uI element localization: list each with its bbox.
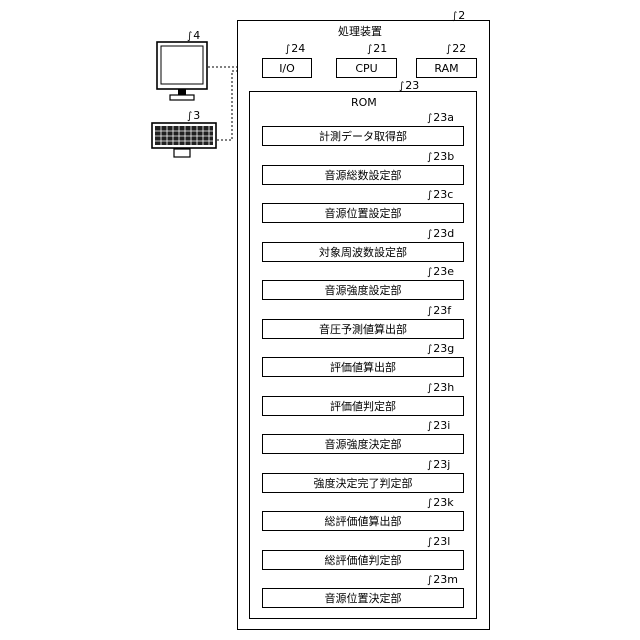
ref-number: 2 — [458, 9, 465, 22]
squiggle-mark: ∫ — [187, 31, 192, 42]
cpu-box: CPU — [336, 58, 397, 78]
ref-number: 23 — [405, 79, 419, 92]
ref-number: 23l — [433, 535, 450, 548]
module-box-23e: 音源強度設定部 — [262, 280, 464, 300]
processing-device-ref: ∫2 — [452, 10, 465, 23]
module-ref-23d: ∫23d — [427, 228, 454, 241]
ref-number: 23b — [433, 150, 454, 163]
squiggle-mark: ∫ — [427, 229, 432, 240]
module-ref-23h: ∫23h — [427, 382, 454, 395]
squiggle-mark: ∫ — [427, 267, 432, 278]
module-box-23b: 音源総数設定部 — [262, 165, 464, 185]
monitor-icon — [157, 42, 207, 100]
module-ref-23f: ∫23f — [427, 305, 451, 318]
io-ref: ∫24 — [285, 43, 305, 56]
squiggle-mark: ∫ — [427, 152, 432, 163]
ref-number: 24 — [291, 42, 305, 55]
module-box-23f: 音圧予測値算出部 — [262, 319, 464, 339]
io-box: I/O — [262, 58, 312, 78]
module-label: 音源総数設定部 — [325, 167, 402, 183]
module-ref-23j: ∫23j — [427, 459, 450, 472]
module-box-23d: 対象周波数設定部 — [262, 242, 464, 262]
squiggle-mark: ∫ — [427, 575, 432, 586]
ref-number: 23c — [433, 188, 453, 201]
rom-label: ROM — [351, 96, 377, 109]
squiggle-mark: ∫ — [427, 344, 432, 355]
ref-number: 3 — [193, 109, 200, 122]
io-label: I/O — [279, 62, 295, 75]
squiggle-mark: ∫ — [427, 383, 432, 394]
ref-number: 4 — [193, 29, 200, 42]
processing-device-label: 処理装置 — [338, 25, 382, 38]
squiggle-mark: ∫ — [452, 11, 457, 22]
module-label: 音源強度決定部 — [325, 436, 402, 452]
module-box-23l: 総評価値判定部 — [262, 550, 464, 570]
cpu-ref: ∫21 — [367, 43, 387, 56]
keyboard-icon — [152, 123, 216, 157]
squiggle-mark: ∫ — [367, 44, 372, 55]
module-label: 総評価値算出部 — [325, 513, 402, 529]
ref-number: 23d — [433, 227, 454, 240]
module-ref-23l: ∫23l — [427, 536, 450, 549]
ref-number: 21 — [373, 42, 387, 55]
module-ref-23c: ∫23c — [427, 189, 453, 202]
squiggle-mark: ∫ — [427, 190, 432, 201]
module-box-23c: 音源位置設定部 — [262, 203, 464, 223]
ref-number: 23h — [433, 381, 454, 394]
squiggle-mark: ∫ — [427, 537, 432, 548]
ref-number: 23k — [433, 496, 453, 509]
ram-ref: ∫22 — [446, 43, 466, 56]
squiggle-mark: ∫ — [427, 460, 432, 471]
ref-number: 22 — [452, 42, 466, 55]
module-box-23k: 総評価値算出部 — [262, 511, 464, 531]
module-box-23g: 評価値算出部 — [262, 357, 464, 377]
squiggle-mark: ∫ — [427, 498, 432, 509]
module-label: 音圧予測値算出部 — [319, 321, 407, 337]
module-label: 音源位置設定部 — [325, 205, 402, 221]
module-box-23a: 計測データ取得部 — [262, 126, 464, 146]
module-label: 音源強度設定部 — [325, 282, 402, 298]
module-ref-23g: ∫23g — [427, 343, 454, 356]
module-box-23h: 評価値判定部 — [262, 396, 464, 416]
cpu-label: CPU — [355, 62, 377, 75]
ref-number: 23j — [433, 458, 450, 471]
module-label: 強度決定完了判定部 — [314, 475, 413, 491]
ref-number: 23e — [433, 265, 454, 278]
module-label: 総評価値判定部 — [325, 552, 402, 568]
module-ref-23i: ∫23i — [427, 420, 450, 433]
rom-ref: ∫23 — [399, 80, 419, 93]
module-label: 評価値算出部 — [330, 359, 396, 375]
module-ref-23m: ∫23m — [427, 574, 458, 587]
squiggle-mark: ∫ — [427, 421, 432, 432]
module-label: 音源位置決定部 — [325, 590, 402, 606]
ref-number: 23a — [433, 111, 454, 124]
squiggle-mark: ∫ — [427, 306, 432, 317]
module-ref-23e: ∫23e — [427, 266, 454, 279]
keyboard-ref: ∫3 — [187, 110, 200, 123]
squiggle-mark: ∫ — [446, 44, 451, 55]
module-label: 計測データ取得部 — [319, 128, 407, 144]
squiggle-mark: ∫ — [427, 113, 432, 124]
monitor-ref: ∫4 — [187, 30, 200, 43]
module-ref-23b: ∫23b — [427, 151, 454, 164]
module-box-23j: 強度決定完了判定部 — [262, 473, 464, 493]
module-label: 評価値判定部 — [330, 398, 396, 414]
ram-label: RAM — [434, 62, 458, 75]
squiggle-mark: ∫ — [285, 44, 290, 55]
module-box-23i: 音源強度決定部 — [262, 434, 464, 454]
module-label: 対象周波数設定部 — [319, 244, 407, 260]
module-box-23m: 音源位置決定部 — [262, 588, 464, 608]
ref-number: 23m — [433, 573, 458, 586]
squiggle-mark: ∫ — [187, 111, 192, 122]
ref-number: 23f — [433, 304, 451, 317]
module-ref-23a: ∫23a — [427, 112, 454, 125]
ram-box: RAM — [416, 58, 477, 78]
ref-number: 23i — [433, 419, 450, 432]
squiggle-mark: ∫ — [399, 81, 404, 92]
ref-number: 23g — [433, 342, 454, 355]
module-ref-23k: ∫23k — [427, 497, 454, 510]
